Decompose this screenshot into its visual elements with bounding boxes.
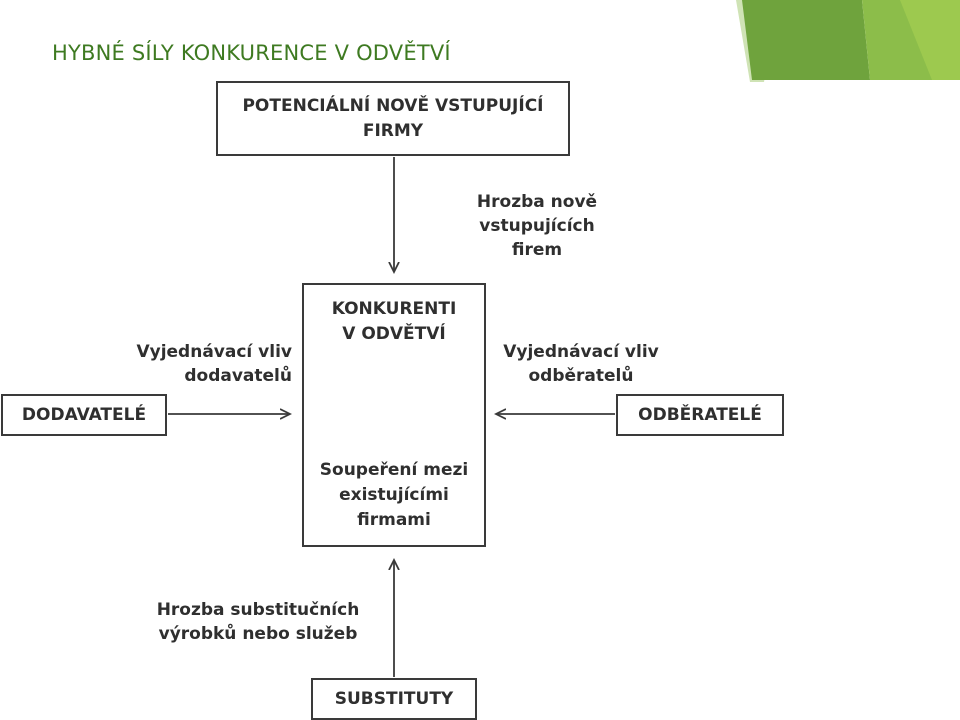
competitors-box-text: Soupeření mezi existujícími firmami	[319, 460, 469, 530]
slide-title: HYBNÉ SÍLY KONKURENCE V ODVĚTVÍ	[52, 41, 451, 65]
label-new-entrants: Hrozba nově vstupujících firem	[476, 192, 598, 260]
label-suppliers: Vyjednávací vliv dodavatelů	[136, 342, 292, 386]
label-substitutes: Hrozba substitučních výrobků nebo služeb	[156, 600, 360, 644]
entrants-box: POTENCIÁLNÍ NOVĚ VSTUPUJÍCÍ FIRMY	[216, 81, 570, 156]
suppliers-box-text: DODAVATELÉ	[21, 405, 147, 425]
deco-mid-shape	[742, 0, 870, 80]
competitors-box: KONKURENTI V ODVĚTVÍ Soupeření mezi exis…	[302, 283, 486, 547]
label-buyers: Vyjednávací vliv odběratelů	[503, 342, 659, 386]
buyers-box-text: ODBĚRATELÉ	[638, 405, 762, 425]
suppliers-box: DODAVATELÉ	[1, 394, 167, 436]
competitors-box-title: KONKURENTI V ODVĚTVÍ	[331, 299, 457, 344]
buyers-box: ODBĚRATELÉ	[616, 394, 784, 436]
substitutes-box: SUBSTITUTY	[311, 678, 477, 720]
deco-bright-shape	[900, 0, 960, 80]
entrants-box-text: POTENCIÁLNÍ NOVĚ VSTUPUJÍCÍ FIRMY	[242, 95, 544, 141]
substitutes-box-text: SUBSTITUTY	[334, 689, 454, 709]
